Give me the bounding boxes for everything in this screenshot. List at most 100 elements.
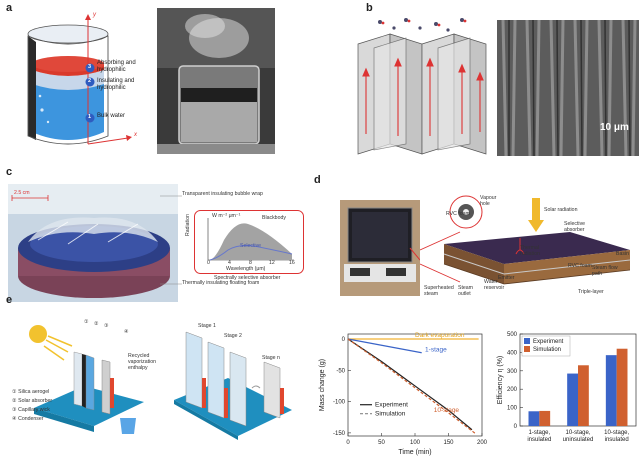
e-legend-num: ③ xyxy=(12,407,17,413)
e-legend-item-3: ③ Capillary wick xyxy=(12,407,50,414)
legend-swatch-1 xyxy=(524,346,530,352)
y-tick-label: 500 xyxy=(507,332,518,338)
bar-1-1 xyxy=(578,365,589,426)
x-tick-label: 100 xyxy=(410,440,421,446)
d-label-steam-outlet: Steam outlet xyxy=(458,285,473,297)
e-legend-num: ① xyxy=(12,389,17,395)
layer-number-1: 1 xyxy=(88,114,92,120)
bar-1-2 xyxy=(616,348,628,426)
y-tick-label: -150 xyxy=(333,431,346,437)
e-legend-item-1: ① Silica aerogel xyxy=(12,389,50,396)
e-legend-text: Capillary wick xyxy=(18,407,50,413)
inset-xtick-4: 4 xyxy=(228,260,231,266)
device-number-4: ④ xyxy=(124,329,129,335)
inset-unit-label: W m⁻² μm⁻¹ xyxy=(212,213,241,219)
e-legend-text: Silica aerogel xyxy=(18,389,50,395)
inset-xtick-0: 0 xyxy=(207,260,210,266)
d-label-vapour-hole: Vapour hole xyxy=(480,195,497,207)
inset-xtick-16: 16 xyxy=(289,260,295,266)
x-tick-label: 10-stage, xyxy=(604,430,629,436)
panel-label-a: a xyxy=(6,2,13,14)
e-legend-text: Solar absorber xyxy=(18,398,53,404)
bar-0-0 xyxy=(528,411,540,426)
x-tick-label: insulated xyxy=(605,437,629,443)
y-tick-label: 100 xyxy=(507,406,518,412)
bar-0-1 xyxy=(567,373,578,426)
e-legend-num: ② xyxy=(12,398,17,404)
y-tick-label: 200 xyxy=(507,387,518,393)
d-label-rvc-foam-top: RVC foam xyxy=(446,211,470,217)
device-schematic xyxy=(420,195,631,285)
d-label-rvc-foam-bottom: RVC foam xyxy=(568,263,592,269)
inset-xlabel: Wavelength (μm) xyxy=(226,266,266,272)
panel-label-b: b xyxy=(366,2,373,14)
panel-label-e: e xyxy=(6,294,13,306)
x-axis-label: Time (min) xyxy=(398,449,431,456)
axis-label-x: x xyxy=(134,132,137,138)
x-tick-label: insulated xyxy=(527,437,551,443)
device-number-3: ③ xyxy=(104,323,109,329)
series-line-1 xyxy=(347,338,422,354)
e-legend-num: ④ xyxy=(12,416,17,422)
d-label-thermal-radiation: Thermal radiation xyxy=(520,245,540,257)
e-legend-text: Condenser xyxy=(18,416,44,422)
y-tick-label: 0 xyxy=(514,424,518,430)
stage-label-n: Stage n xyxy=(262,355,280,361)
panel-label-d: d xyxy=(314,174,321,186)
vertical-channel-schematic xyxy=(350,14,492,156)
layer-number-3: 3 xyxy=(88,64,92,70)
bar-1-0 xyxy=(539,410,551,426)
series-line-3 xyxy=(347,338,476,434)
y-axis-label: Efficiency η (%) xyxy=(497,356,504,405)
x-tick-label: 0 xyxy=(346,440,350,446)
dimension-label: 2.5 cm xyxy=(14,190,30,196)
legend-label-0: Experiment xyxy=(533,339,564,345)
y-tick-label: 0 xyxy=(342,337,346,343)
x-tick-label: 1-stage, xyxy=(528,430,550,436)
stage-label-2: Stage 2 xyxy=(224,333,242,339)
inset-xtick-12: 12 xyxy=(269,260,275,266)
e-legend-item-4: ④ Condenser xyxy=(12,416,44,423)
annotation-dark-evaporation: Dark evaporation xyxy=(415,332,465,339)
x-tick-label: 10-stage, xyxy=(565,430,590,436)
layer-label-absorbing: Absorbing and hydrophilic xyxy=(97,60,136,74)
legend-label-1: Simulation xyxy=(533,347,561,353)
floating-absorber-photo xyxy=(8,184,178,302)
x-tick-label: 200 xyxy=(477,440,488,446)
selective-absorber-inset xyxy=(194,210,304,274)
annotation-10-stage: 10-stage xyxy=(434,407,460,414)
device-photo xyxy=(340,200,420,296)
sem-micrograph xyxy=(497,20,639,156)
beaker-steam-photo xyxy=(157,8,275,154)
bar-0-2 xyxy=(605,355,617,426)
inset-series-selective: Selective xyxy=(240,243,262,249)
layer-label-insulating: Insulating and hydrophilic xyxy=(97,78,135,92)
legend-box xyxy=(521,335,571,357)
scale-bar-label: 10 μm xyxy=(600,122,629,133)
device-number-2: ② xyxy=(94,321,99,327)
inset-series-blackbody: Blackbody xyxy=(262,215,286,221)
callout-lines xyxy=(160,195,182,285)
layer-number-2: 2 xyxy=(88,78,92,84)
callout-floating-foam: Thermally insulating floating foam xyxy=(182,280,260,286)
x-tick-label: 150 xyxy=(443,440,454,446)
d-label-selective-absorber: Selective absorber xyxy=(564,221,586,233)
e-legend-item-2: ② Solar absorber xyxy=(12,398,53,405)
d-label-superheated-steam: Superheated steam xyxy=(424,285,454,297)
x-tick-label: 50 xyxy=(378,440,385,446)
d-label-emitter: Emitter xyxy=(498,275,515,281)
x-tick-label: uninsulated xyxy=(563,437,594,443)
d-label-steam-flow-path: Steam flow path xyxy=(592,265,618,277)
callout-bubble-wrap: Transparent insulating bubble wrap xyxy=(182,191,263,197)
callout-selective-absorber: Spectrally selective absorber xyxy=(214,275,281,281)
layer-label-bulk-water: Bulk water xyxy=(97,113,126,119)
recycle-note: Recycled vaporization enthalpy xyxy=(128,353,156,371)
d-label-triple-layer: Triple-layer xyxy=(578,289,604,295)
legend-label-experiment: Experiment xyxy=(375,402,408,409)
inset-xtick-8: 8 xyxy=(249,260,252,266)
y-tick-label: -100 xyxy=(333,400,346,406)
y-tick-label: 300 xyxy=(507,369,518,375)
y-tick-label: 400 xyxy=(507,350,518,356)
